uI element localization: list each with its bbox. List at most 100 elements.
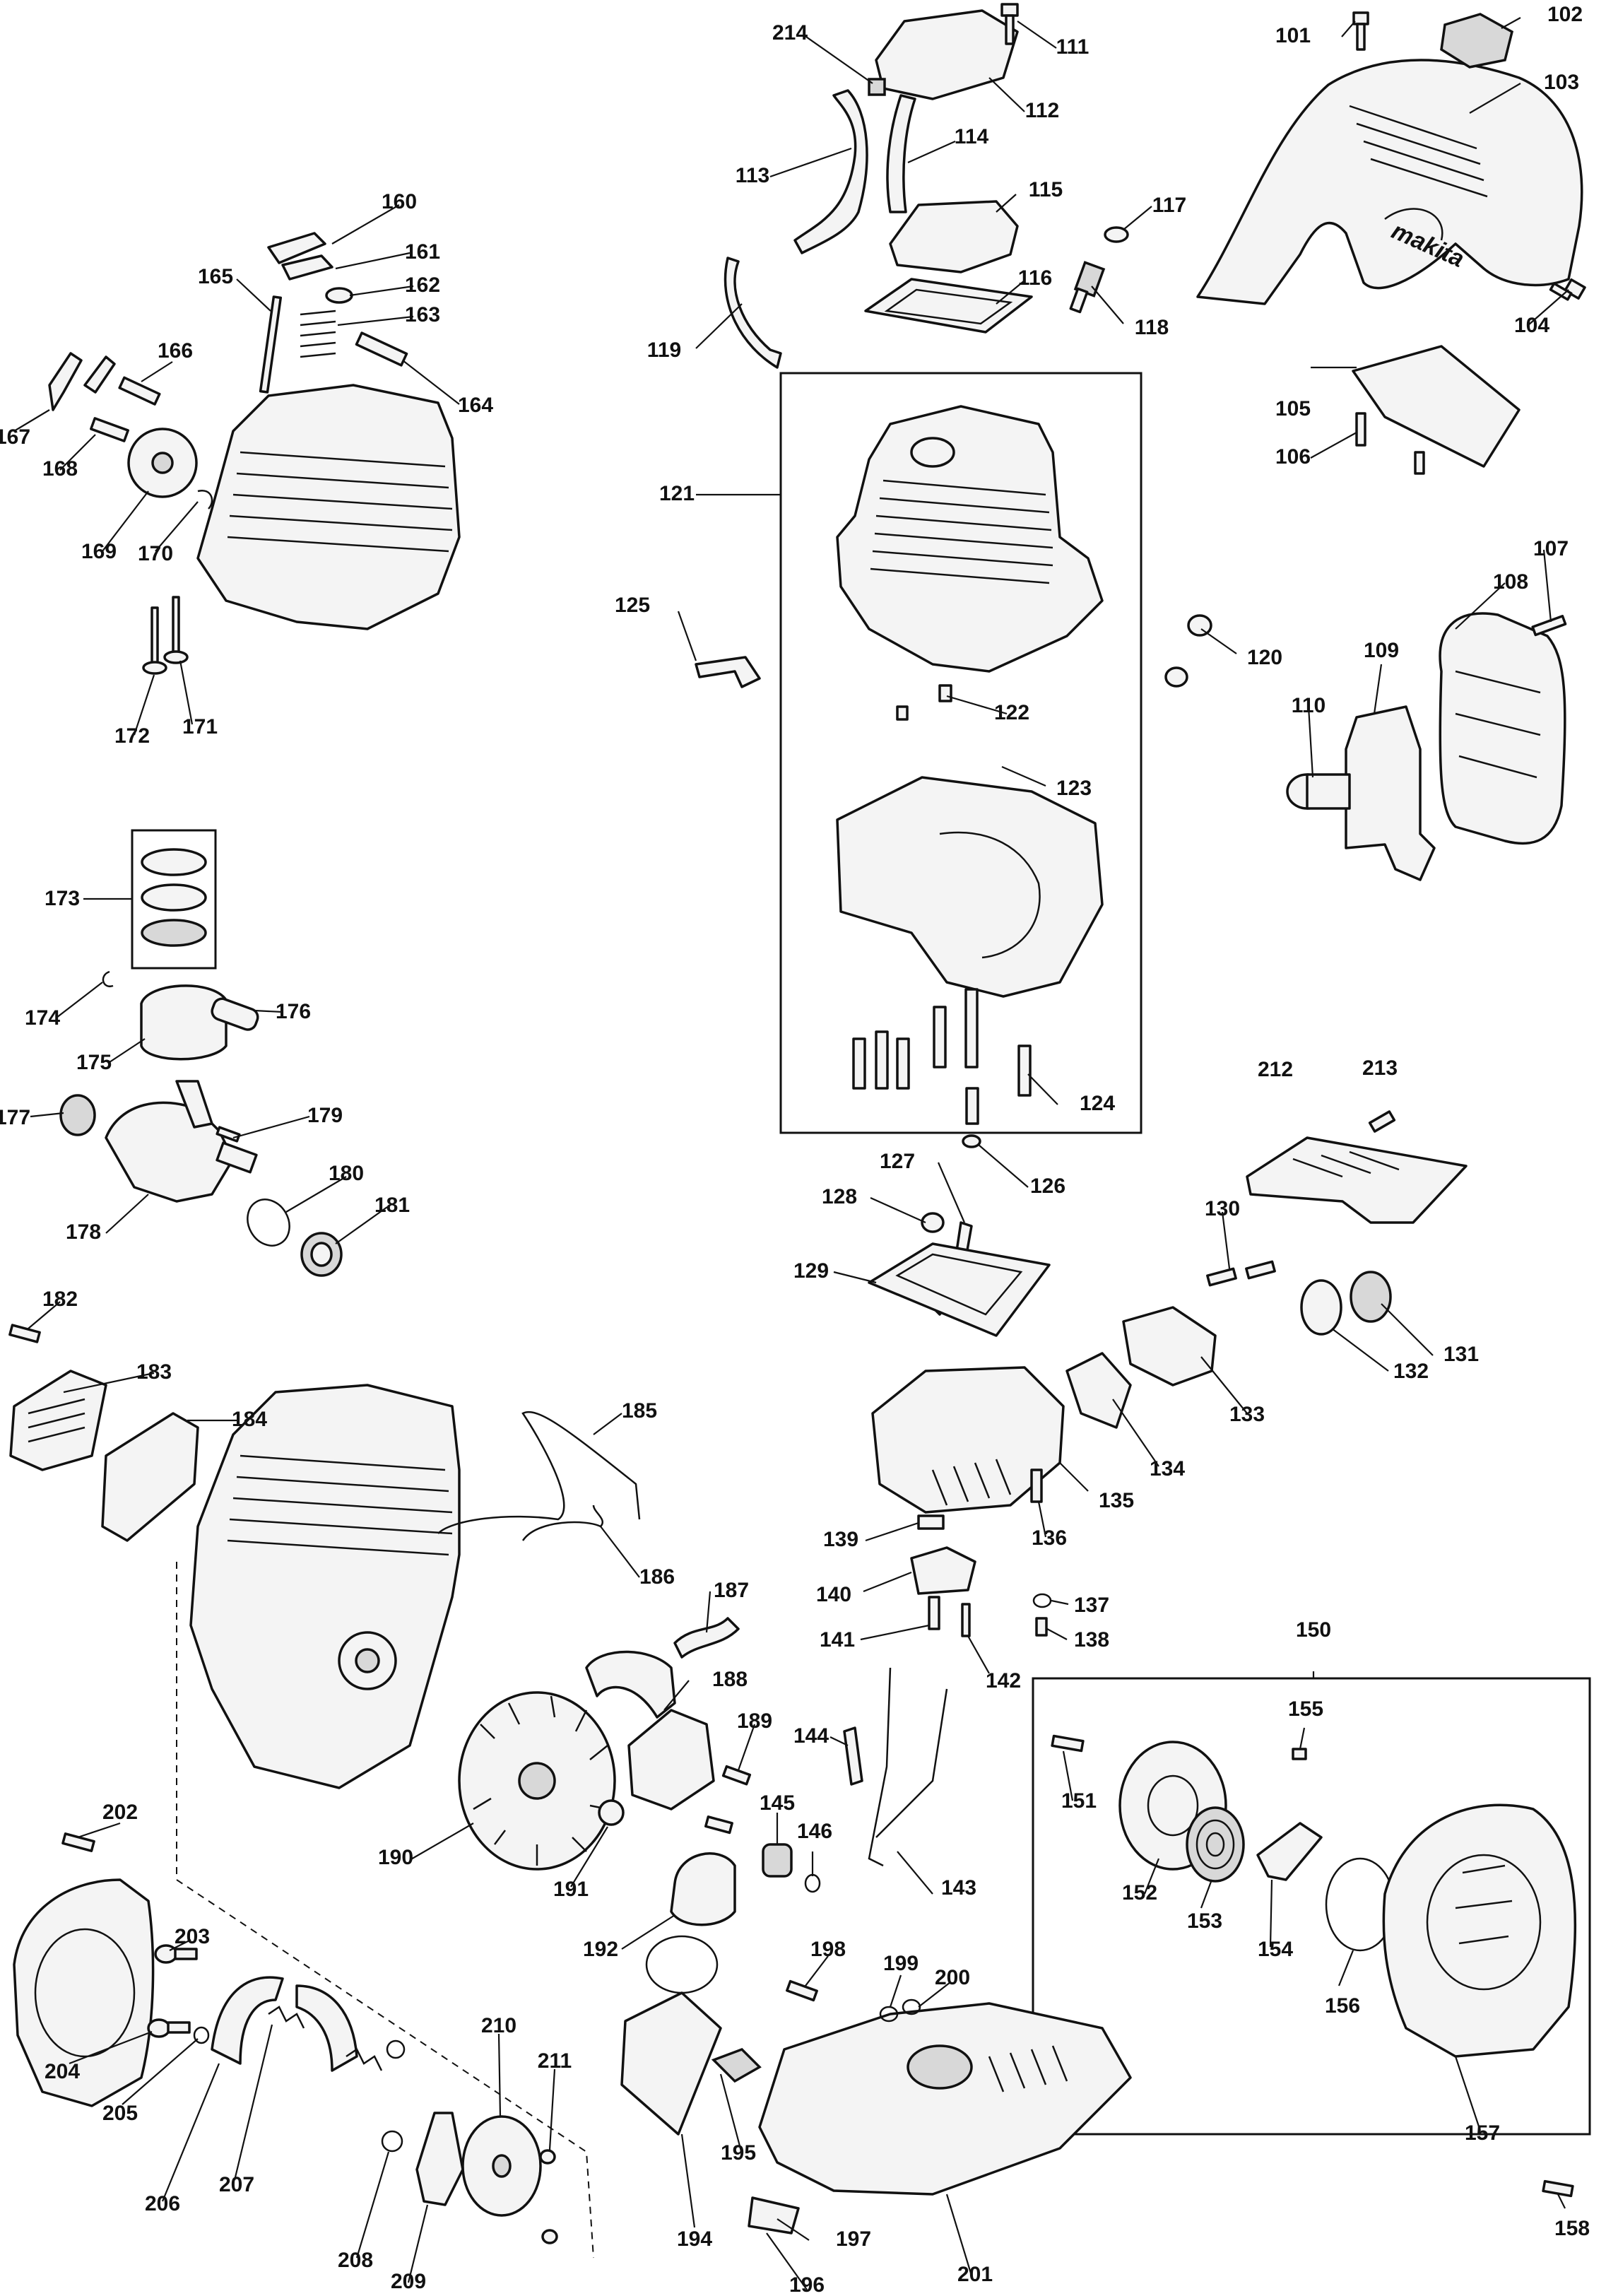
- lower-engine-block: [189, 1384, 461, 1789]
- callout-145: 145: [760, 1791, 795, 1815]
- exhaust-pipe-110: [1286, 773, 1351, 810]
- callout-182: 182: [42, 1288, 78, 1311]
- pin-122: [896, 684, 952, 721]
- callout-202: 202: [102, 1801, 138, 1824]
- callout-122: 122: [994, 701, 1029, 724]
- washer-200: [902, 1998, 921, 2015]
- screw-213: [1368, 1110, 1396, 1133]
- callout-106: 106: [1275, 445, 1311, 469]
- callout-137: 137: [1074, 1594, 1109, 1617]
- screw-202: [61, 1832, 95, 1852]
- tube-125: [695, 656, 761, 688]
- callout-154: 154: [1258, 1938, 1293, 1961]
- callout-158: 158: [1554, 2217, 1590, 2240]
- callout-156: 156: [1325, 1994, 1360, 2018]
- screw-182: [8, 1324, 41, 1343]
- spring-206b: [346, 2048, 383, 2071]
- washer-137: [1032, 1593, 1052, 1608]
- callout-180: 180: [329, 1162, 364, 1185]
- callout-198: 198: [810, 1938, 846, 1961]
- breather-tube-119: [724, 257, 782, 369]
- callout-179: 179: [307, 1104, 343, 1127]
- pin-164: [355, 331, 408, 367]
- screw-101: [1352, 11, 1369, 51]
- callout-118: 118: [1135, 316, 1169, 339]
- circlip-174: [102, 970, 114, 988]
- callout-199: 199: [883, 1952, 919, 1975]
- gasket-116: [864, 278, 1033, 334]
- callout-139: 139: [823, 1528, 858, 1551]
- cap-131: [1350, 1271, 1392, 1323]
- clutch-shoe-207: [295, 1984, 358, 2072]
- callout-124: 124: [1080, 1092, 1115, 1115]
- cap-nut-102: [1440, 13, 1514, 69]
- callout-146: 146: [797, 1820, 832, 1843]
- plug-cap-117: [1104, 226, 1129, 243]
- tube-113: [793, 89, 868, 254]
- callout-101: 101: [1275, 24, 1311, 47]
- gasket-184: [101, 1412, 199, 1542]
- clutch-housing-203: [13, 1878, 155, 2107]
- callout-214: 214: [772, 21, 808, 45]
- screw-158: [1542, 2179, 1574, 2198]
- tube-114: [886, 94, 916, 213]
- ignition-coil-188: [585, 1650, 715, 1811]
- nipple-214: [868, 78, 886, 96]
- gasket-194: [620, 1935, 722, 2136]
- callout-197: 197: [836, 2227, 871, 2251]
- screw-151: [1051, 1734, 1085, 1753]
- callout-165: 165: [198, 265, 233, 288]
- callout-205: 205: [102, 2102, 138, 2125]
- screw-106: [1355, 412, 1425, 475]
- callout-160: 160: [382, 190, 417, 213]
- oil-seal-181: [300, 1232, 343, 1277]
- callout-134: 134: [1150, 1457, 1185, 1480]
- callout-169: 169: [81, 540, 117, 563]
- washer-205: [193, 2026, 210, 2044]
- spark-plug-118: [1069, 261, 1106, 314]
- callout-177: 177: [0, 1106, 30, 1129]
- callout-128: 128: [822, 1185, 857, 1208]
- callout-125: 125: [615, 594, 650, 617]
- clutch-group-outline: [176, 1562, 594, 2259]
- callout-138: 138: [1074, 1628, 1109, 1652]
- callout-167: 167: [0, 425, 30, 449]
- clip-155: [1292, 1748, 1307, 1760]
- callout-115: 115: [1029, 178, 1063, 201]
- bracket-212: [1246, 1136, 1468, 1224]
- oring-132: [1300, 1279, 1342, 1336]
- clutch-hub-209: [415, 2112, 464, 2206]
- cylinder-assembly-121: [836, 405, 1104, 673]
- callout-168: 168: [42, 457, 78, 481]
- callout-151: 151: [1061, 1789, 1097, 1813]
- callout-136: 136: [1032, 1526, 1067, 1550]
- wire-185: [437, 1411, 641, 1534]
- callout-175: 175: [76, 1051, 112, 1074]
- washer-199: [879, 2006, 899, 2023]
- wire-186: [521, 1505, 603, 1541]
- callout-207: 207: [219, 2173, 254, 2196]
- strap-195: [711, 2047, 762, 2083]
- clip-170: [197, 489, 213, 510]
- clutch-shoe-206: [211, 1976, 284, 2065]
- callout-119: 119: [647, 338, 681, 362]
- fuel-tank-201: [758, 2002, 1132, 2196]
- upper-engine-block: [196, 384, 461, 630]
- callout-190: 190: [378, 1846, 413, 1869]
- pin-142: [961, 1603, 971, 1637]
- shaft-166: [118, 376, 161, 406]
- callout-166: 166: [158, 339, 193, 363]
- callout-181: 181: [374, 1194, 410, 1217]
- screw-104: [1549, 278, 1586, 301]
- screw-136: [1030, 1468, 1043, 1503]
- callout-213: 213: [1362, 1056, 1398, 1080]
- callout-162: 162: [405, 273, 440, 297]
- callout-103: 103: [1544, 71, 1579, 94]
- handle-154: [1256, 1822, 1323, 1881]
- cam-followers-167: [48, 352, 116, 411]
- callout-132: 132: [1393, 1360, 1429, 1383]
- bolts-124: [852, 988, 1032, 1125]
- washer-206c: [386, 2039, 406, 2059]
- callout-104: 104: [1514, 314, 1549, 337]
- screw-141: [928, 1596, 940, 1630]
